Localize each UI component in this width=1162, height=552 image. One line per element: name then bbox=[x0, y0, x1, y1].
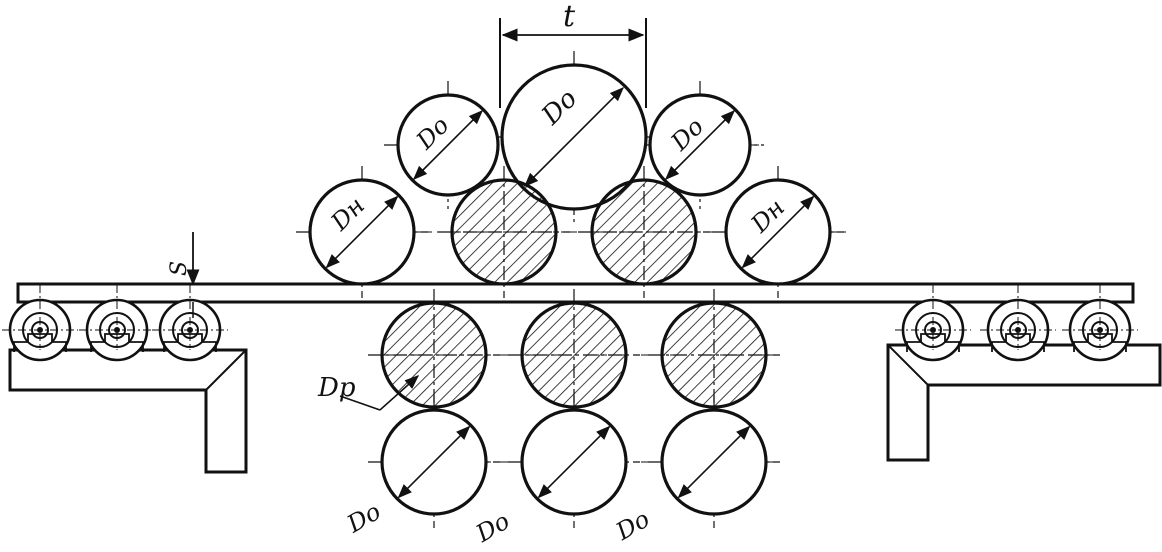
thickness-label: S bbox=[167, 261, 192, 276]
conveyor-rollers bbox=[2, 285, 1138, 362]
pitch-label: t bbox=[563, 0, 576, 34]
guide-roll-left-diameter-arrow bbox=[325, 195, 399, 269]
work-roll-upper-1 bbox=[450, 178, 558, 286]
conveyor-roller-4 bbox=[895, 285, 971, 362]
backup-roll-lower-2-diameter-arrow bbox=[537, 425, 611, 499]
conveyor-roller-2 bbox=[79, 285, 155, 362]
dp-leader bbox=[339, 375, 420, 411]
backup-roll-lower-1-diameter-arrow bbox=[397, 425, 471, 499]
backup-roll-upper-right-diameter-arrow bbox=[664, 109, 736, 181]
label-dp: Dp bbox=[317, 373, 356, 403]
right-support-frame bbox=[886, 343, 1162, 462]
work-roll-upper-2 bbox=[590, 178, 698, 286]
conveyor-roller-1 bbox=[2, 285, 78, 362]
work-roll-lower-3 bbox=[660, 301, 768, 409]
label-do-lower-center: Do bbox=[470, 507, 514, 549]
work-roll-lower-2 bbox=[520, 301, 628, 409]
work-roll-lower-1 bbox=[380, 301, 488, 409]
backup-roll-upper-left-diameter-arrow bbox=[412, 109, 484, 181]
label-do-lower-left: Do bbox=[341, 497, 385, 539]
left-support-frame bbox=[8, 348, 248, 474]
backup-roll-lower-3-diameter-arrow bbox=[677, 425, 751, 499]
backup-roll-upper-center-diameter-arrow bbox=[524, 87, 624, 187]
conveyor-roller-6 bbox=[1062, 285, 1138, 362]
pitch-dimension: t bbox=[499, 0, 647, 108]
thickness-indicator: S bbox=[167, 232, 200, 318]
label-do-lower-right: Do bbox=[610, 505, 654, 547]
dimension-arrows bbox=[325, 87, 815, 499]
guide-roll-right-diameter-arrow bbox=[741, 195, 815, 269]
conveyor-roller-3 bbox=[152, 285, 228, 362]
conveyor-roller-5 bbox=[980, 285, 1056, 362]
